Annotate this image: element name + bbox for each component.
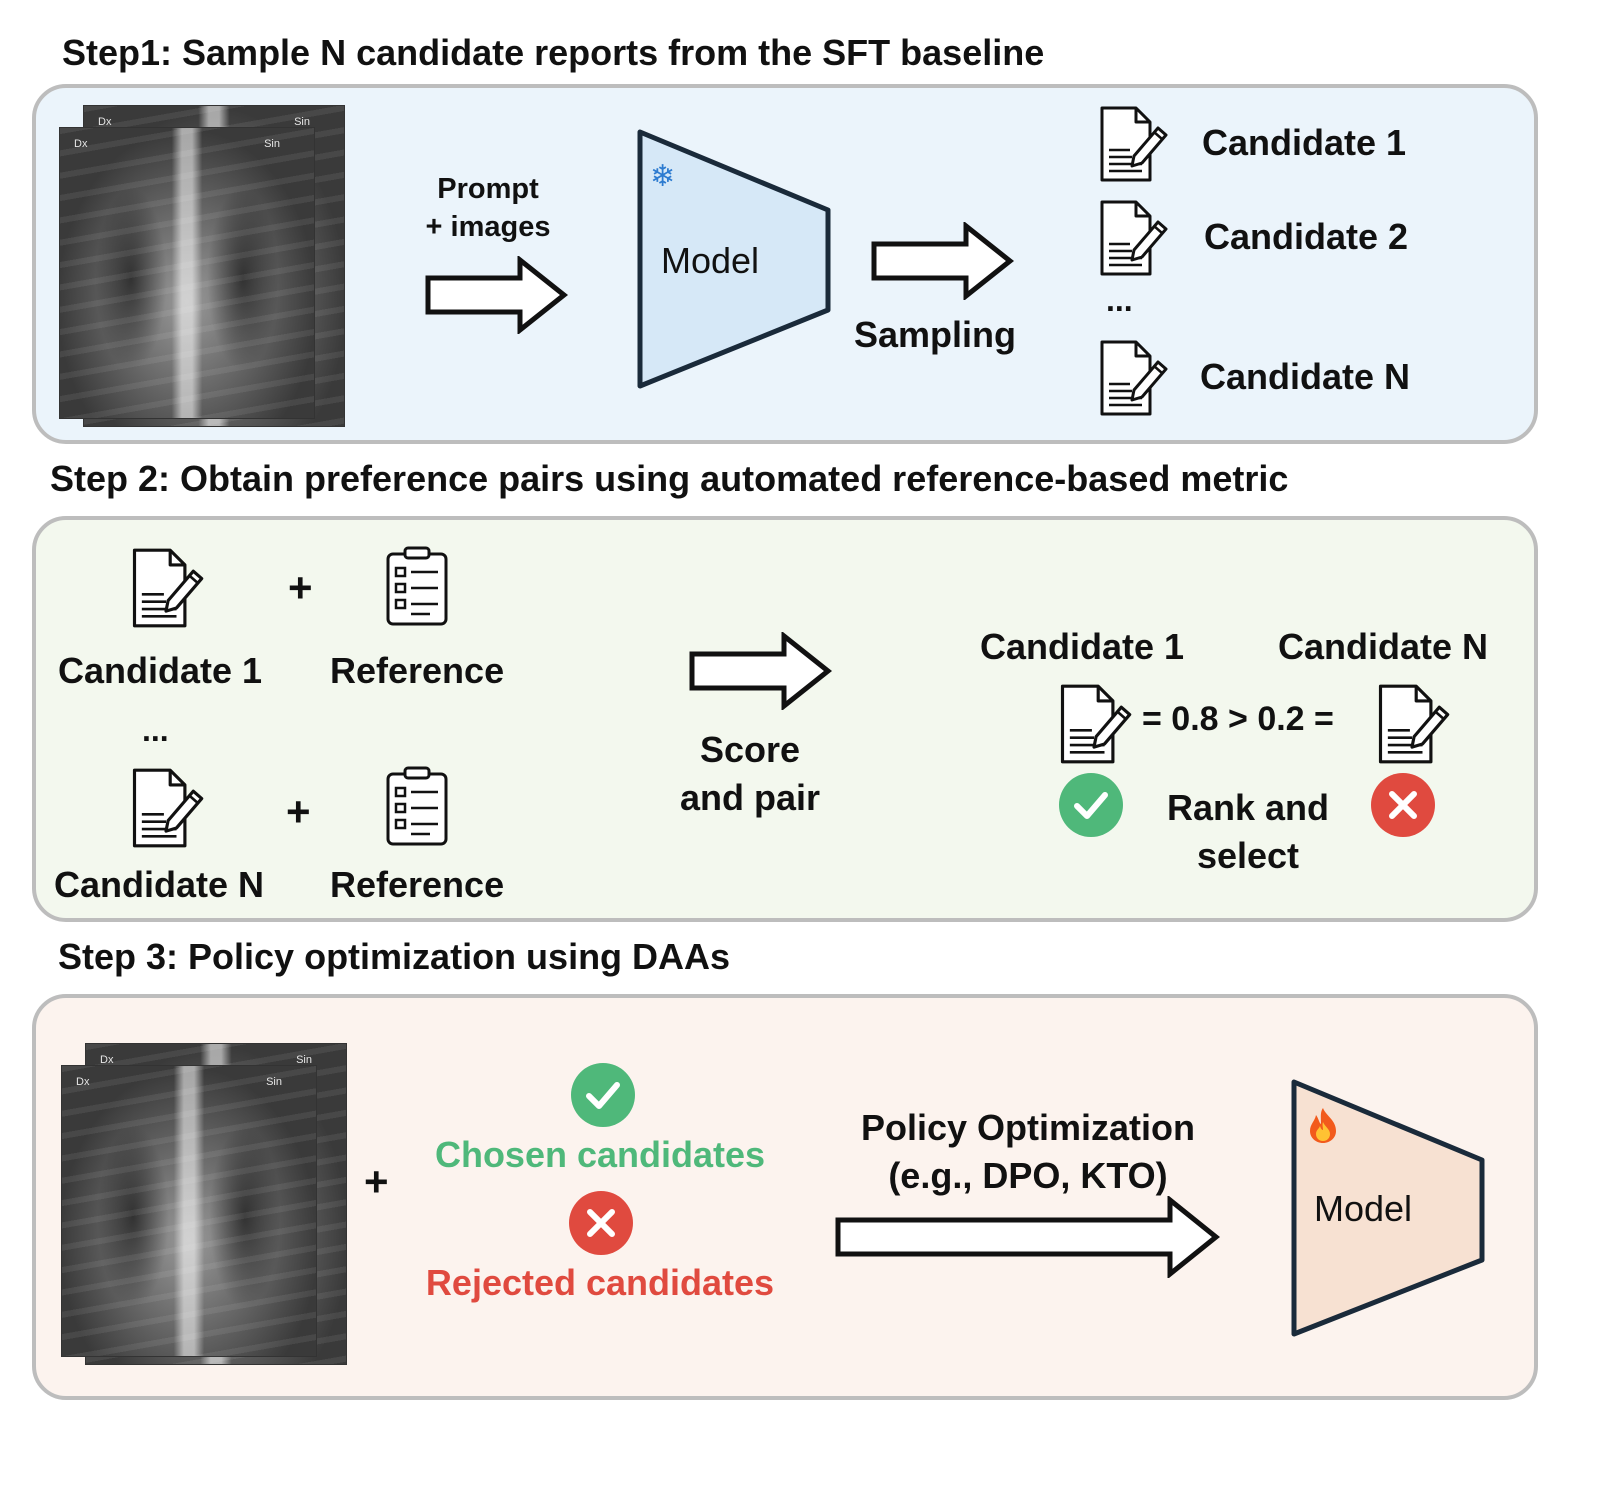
plus-sign: + [364, 1158, 389, 1205]
document-edit-icon [124, 546, 208, 630]
model-frozen-shape [637, 129, 831, 389]
step3-heading: Step 3: Policy optimization using DAAs [58, 936, 731, 977]
document-edit-icon [124, 766, 208, 850]
model-trainable-shape [1291, 1079, 1485, 1337]
document-edit-icon [1092, 338, 1172, 418]
score-and-pair-label: Score and pair [660, 726, 840, 822]
score-line2: and pair [679, 777, 821, 818]
xray-sin-label: Sin [294, 116, 310, 128]
model-label: Model [661, 240, 760, 281]
step2-heading: Step 2: Obtain preference pairs using au… [50, 458, 1289, 499]
plus-sign: + [286, 788, 311, 835]
clipboard-icon [378, 546, 458, 626]
xray-sin-label: Sin [264, 138, 280, 150]
document-edit-icon [1052, 682, 1136, 766]
step2-panel [32, 516, 1538, 922]
step1-heading: Step1: Sample N candidate reports from t… [62, 32, 1045, 73]
xray-image: Dx Sin [62, 1066, 316, 1356]
long-right-arrow-icon [835, 1196, 1220, 1278]
plus-sign: + [288, 564, 313, 611]
policy-optimization-label: Policy Optimization (e.g., DPO, KTO) [828, 1104, 1228, 1200]
xray-dx-label: Dx [74, 138, 88, 150]
ranked-candidate-label: Candidate N [1278, 626, 1489, 667]
input-label: Prompt + images [408, 170, 568, 246]
score-comparison: = 0.8 > 0.2 = [1142, 700, 1334, 738]
clipboard-icon [378, 766, 458, 846]
check-circle-icon [571, 1063, 635, 1127]
model-label: Model [1314, 1188, 1413, 1229]
ellipsis: ... [1106, 282, 1133, 318]
candidate-label: Candidate 1 [1202, 122, 1407, 163]
input-label-line1: Prompt [437, 173, 539, 205]
xray-sin-label: Sin [296, 1054, 312, 1066]
policy-line2: (e.g., DPO, KTO) [888, 1155, 1168, 1196]
candidate-label: Candidate 1 [58, 650, 263, 691]
rank-line2: select [1196, 835, 1300, 876]
check-circle-icon [1059, 773, 1123, 837]
rank-line1: Rank and [1166, 787, 1330, 828]
ranked-candidate-label: Candidate 1 [980, 626, 1185, 667]
xray-image: Dx Sin [60, 128, 314, 418]
document-edit-icon [1092, 104, 1172, 184]
score-line1: Score [699, 729, 801, 770]
input-label-line2: + images [425, 211, 551, 243]
candidate-label: Candidate N [1200, 356, 1411, 397]
document-edit-icon [1092, 198, 1172, 278]
document-edit-icon [1370, 682, 1454, 766]
xray-dx-label: Dx [76, 1076, 90, 1088]
ellipsis: ... [142, 712, 169, 748]
chosen-candidates-label: Chosen candidates [434, 1134, 766, 1175]
candidate-label: Candidate 2 [1204, 216, 1409, 257]
policy-line1: Policy Optimization [860, 1107, 1196, 1148]
right-arrow-icon [871, 222, 1015, 300]
snowflake-icon: ❄ [650, 160, 676, 193]
reference-label: Reference [330, 650, 505, 691]
rejected-candidates-label: Rejected candidates [425, 1262, 775, 1303]
right-arrow-icon [425, 256, 569, 334]
cross-circle-icon [569, 1191, 633, 1255]
rank-and-select-label: Rank and select [1150, 784, 1346, 880]
cross-circle-icon [1371, 773, 1435, 837]
right-arrow-icon [689, 632, 833, 710]
xray-dx-label: Dx [100, 1054, 114, 1066]
sampling-label: Sampling [854, 314, 1017, 355]
reference-label: Reference [330, 864, 505, 905]
candidate-label: Candidate N [54, 864, 265, 905]
xray-sin-label: Sin [266, 1076, 282, 1088]
fire-icon [1310, 1108, 1336, 1143]
xray-dx-label: Dx [98, 116, 112, 128]
